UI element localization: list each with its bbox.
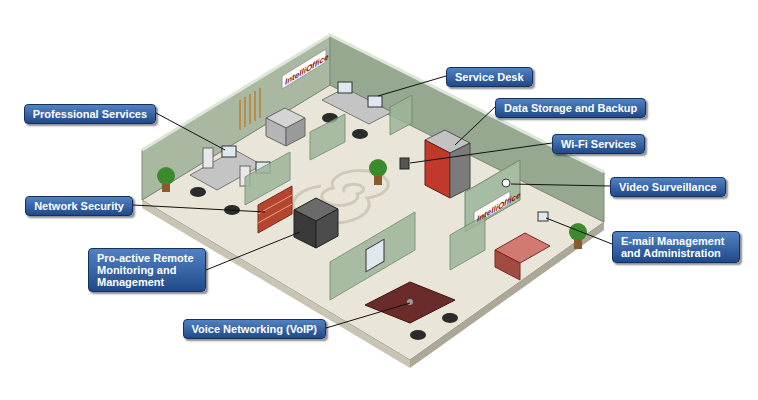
callout-box: Wi-Fi Services <box>552 134 645 154</box>
reception-desk <box>495 250 520 280</box>
callout-text: Voice Networking (VoIP) <box>192 323 318 335</box>
leader-line <box>511 184 610 186</box>
blind <box>254 91 256 121</box>
camera <box>502 179 510 187</box>
blind <box>239 100 241 130</box>
partition <box>450 215 485 270</box>
blind <box>249 94 251 124</box>
wifi-router <box>400 158 409 169</box>
leader-line <box>378 76 446 96</box>
callout-box: Professional Services <box>24 104 156 124</box>
brick-line <box>258 195 292 214</box>
brick-line <box>258 204 292 223</box>
chair <box>190 187 206 197</box>
plant-pot <box>162 184 170 192</box>
storage-rack <box>425 130 470 198</box>
callout-box: Video Surveillance <box>610 177 726 197</box>
plant <box>157 167 175 185</box>
callout-box: E-mail Management and Administration <box>612 231 740 263</box>
screen <box>366 239 384 271</box>
blind <box>244 97 246 127</box>
rack-front <box>425 140 450 198</box>
chair <box>352 129 368 139</box>
rack-side <box>450 143 470 198</box>
copier-side <box>286 118 305 146</box>
leader-line <box>410 143 552 163</box>
chair <box>442 313 458 323</box>
leader-line <box>546 218 612 244</box>
brick-wall <box>258 186 292 233</box>
leader-line <box>156 113 225 150</box>
blind <box>259 88 261 118</box>
leader-line <box>206 232 300 270</box>
callout-text: Video Surveillance <box>619 181 717 193</box>
monitor <box>368 96 382 107</box>
computer-tower <box>203 148 213 168</box>
callout-text: Pro-active Remote Monitoring and Managem… <box>97 252 197 288</box>
partition <box>310 114 345 160</box>
server-side <box>316 209 338 248</box>
outer-walls <box>142 35 604 222</box>
copier-front <box>266 118 286 146</box>
callout-text: Service Desk <box>455 71 524 83</box>
callout-box: Service Desk <box>446 67 533 87</box>
copier <box>266 108 305 146</box>
plant-pot <box>374 176 382 185</box>
callout-box: Voice Networking (VoIP) <box>183 319 327 339</box>
conference-table <box>365 282 455 323</box>
floor-spiral <box>293 170 388 223</box>
plant-pot <box>574 240 582 249</box>
conference-room <box>330 212 485 340</box>
monitor <box>538 212 548 221</box>
leader-line <box>455 107 495 145</box>
window-blinds <box>240 88 260 130</box>
callout-text: E-mail Management and Administration <box>621 235 731 259</box>
callout-text: Wi-Fi Services <box>561 138 636 150</box>
callout-box: Pro-active Remote Monitoring and Managem… <box>88 248 206 292</box>
partition <box>390 95 412 135</box>
server-front <box>294 210 316 248</box>
callout-box: Network Security <box>25 196 133 216</box>
plant <box>569 223 587 241</box>
firewall <box>258 186 292 233</box>
callout-box: Data Storage and Backup <box>495 98 646 118</box>
wall <box>142 35 330 200</box>
callout-text: Network Security <box>34 200 124 212</box>
monitor <box>222 146 236 157</box>
server <box>294 198 338 248</box>
desk <box>322 88 392 124</box>
callout-text: Data Storage and Backup <box>504 102 637 114</box>
wifi-area <box>369 158 409 185</box>
callout-text: Professional Services <box>33 108 147 120</box>
reception <box>465 160 587 280</box>
leader-line <box>133 205 265 212</box>
service-desk-area <box>310 82 412 160</box>
chair <box>410 330 426 340</box>
monitor <box>338 82 352 93</box>
leader-line <box>326 303 410 328</box>
plant <box>369 159 387 177</box>
